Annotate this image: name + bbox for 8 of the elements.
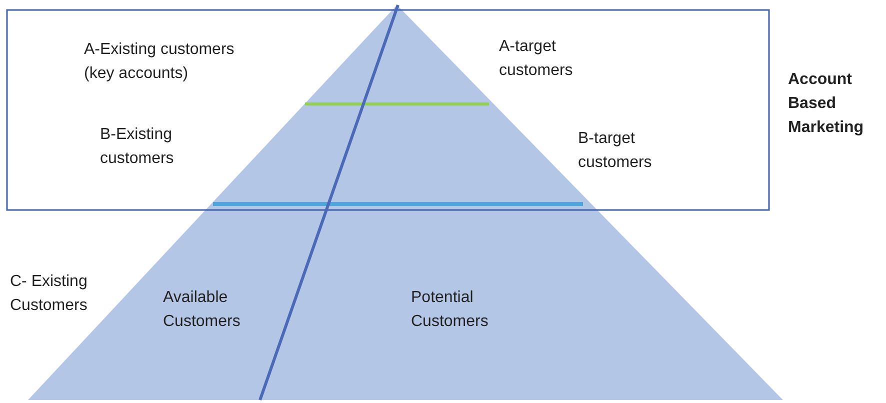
label: Account Based Marketing xyxy=(788,70,865,138)
label: A-target customers xyxy=(499,37,574,81)
label: B-target customers xyxy=(578,129,653,173)
label: Available Customers xyxy=(163,288,242,332)
label: C- Existing Customers xyxy=(10,272,88,316)
label: Potential Customers xyxy=(411,288,490,332)
label: A-Existing customers (key accounts) xyxy=(84,40,236,84)
label: B-Existing customers xyxy=(100,125,175,169)
